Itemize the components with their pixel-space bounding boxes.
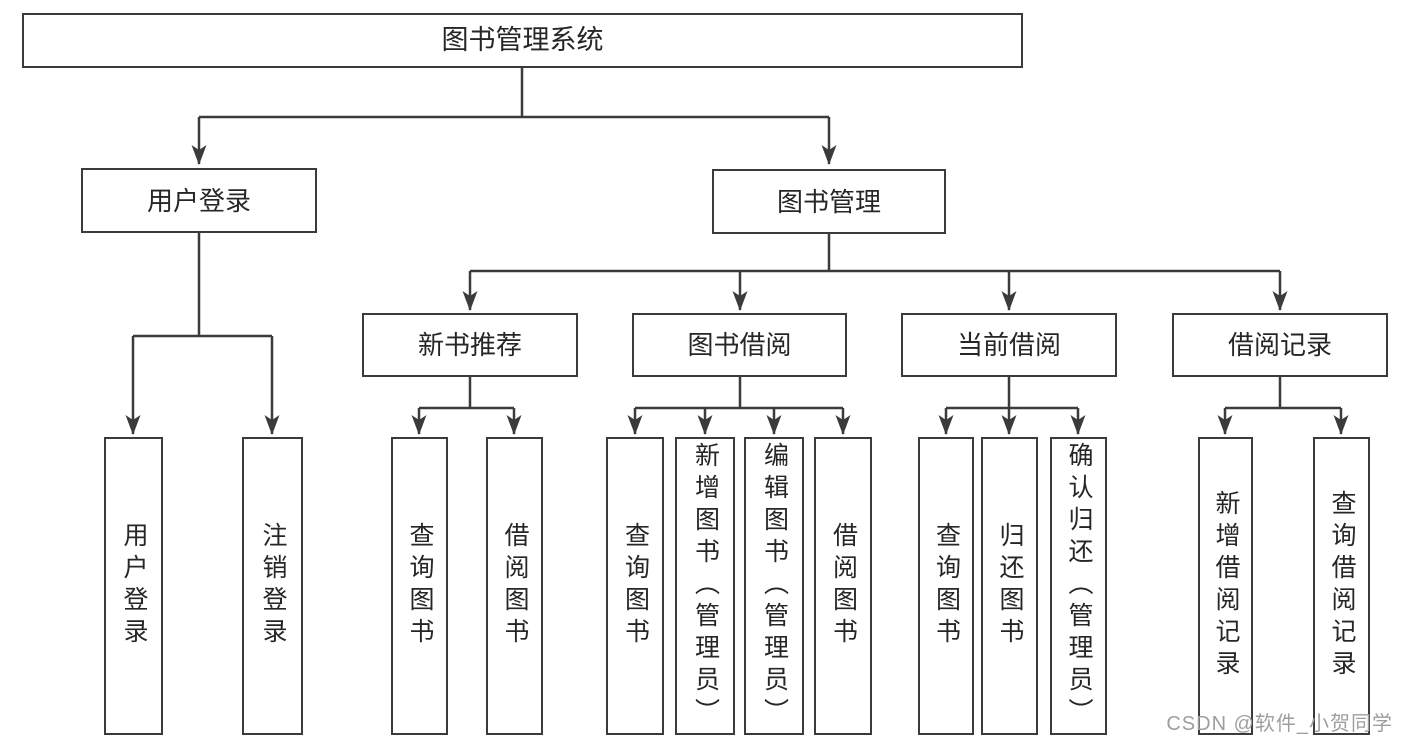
leaf-records-query-label: 查询借阅记录	[1328, 490, 1356, 682]
leaf-current-return-label: 归还图书	[996, 522, 1024, 650]
leaf-current-confirm: 确认归还（管理员）	[1050, 437, 1107, 735]
node-book-borrow-label: 图书借阅	[687, 330, 792, 360]
leaf-records-query: 查询借阅记录	[1313, 437, 1370, 735]
leaf-borrow-add-label: 新增图书（管理员）	[691, 442, 720, 730]
node-current-borrow-label: 当前借阅	[956, 330, 1061, 360]
leaf-records-add: 新增借阅记录	[1198, 437, 1253, 735]
leaf-borrow-add: 新增图书（管理员）	[675, 437, 735, 735]
leaf-records-add-label: 新增借阅记录	[1212, 490, 1240, 682]
node-book-borrow: 图书借阅	[632, 313, 847, 377]
leaf-logout: 注销登录	[242, 437, 303, 735]
leaf-current-return: 归还图书	[981, 437, 1038, 735]
csdn-watermark: CSDN @软件_小贺同学	[1166, 713, 1393, 735]
connector-mgmt	[470, 234, 1280, 273]
leaf-current-confirm-label: 确认归还（管理员）	[1065, 442, 1093, 730]
connector-records	[1225, 377, 1341, 410]
leaf-newbook-borrow: 借阅图书	[486, 437, 543, 735]
leaf-borrow-query-label: 查询图书	[621, 522, 650, 650]
connector-borrow	[635, 377, 843, 410]
connector-login	[133, 233, 272, 338]
connector-newbook	[419, 377, 514, 410]
leaf-current-query: 查询图书	[918, 437, 974, 735]
leaf-borrow-query: 查询图书	[606, 437, 664, 735]
connector-root	[199, 68, 829, 119]
leaf-newbook-query-label: 查询图书	[406, 522, 434, 650]
connector-current	[946, 377, 1078, 410]
node-user-login-label: 用户登录	[146, 185, 251, 216]
leaf-logout-label: 注销登录	[259, 522, 287, 650]
node-book-mgmt-label: 图书管理	[776, 186, 881, 217]
leaf-newbook-query: 查询图书	[391, 437, 448, 735]
leaf-borrow-edit-label: 编辑图书（管理员）	[760, 442, 789, 730]
node-root: 图书管理系统	[22, 13, 1023, 68]
leaf-borrow-edit: 编辑图书（管理员）	[744, 437, 804, 735]
leaf-newbook-borrow-label: 借阅图书	[501, 522, 529, 650]
leaf-user-login-label: 用户登录	[120, 522, 148, 650]
node-new-book-recommend: 新书推荐	[362, 313, 578, 377]
node-user-login: 用户登录	[81, 168, 317, 233]
node-borrow-records: 借阅记录	[1172, 313, 1388, 377]
node-root-label: 图书管理系统	[441, 25, 604, 55]
node-borrow-records-label: 借阅记录	[1227, 330, 1332, 360]
leaf-borrow-lend: 借阅图书	[814, 437, 872, 735]
node-new-book-recommend-label: 新书推荐	[417, 330, 522, 360]
leaf-current-query-label: 查询图书	[932, 522, 961, 650]
node-current-borrow: 当前借阅	[901, 313, 1117, 377]
node-book-mgmt: 图书管理	[712, 169, 946, 234]
leaf-user-login: 用户登录	[104, 437, 163, 735]
leaf-borrow-lend-label: 借阅图书	[829, 522, 858, 650]
